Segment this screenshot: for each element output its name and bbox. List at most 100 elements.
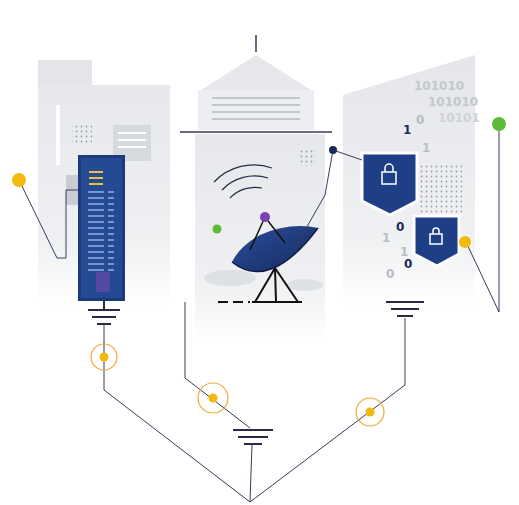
server-rack — [96, 272, 110, 292]
ground-symbol — [88, 301, 120, 324]
server-rack — [108, 203, 114, 205]
server-rack — [88, 221, 104, 223]
server-rack — [88, 192, 114, 270]
ground-symbol — [233, 430, 273, 444]
security-shield — [414, 216, 459, 266]
satellite-dish — [275, 268, 298, 302]
yellow-dot — [459, 236, 471, 248]
binary-digit: 1 — [400, 246, 408, 258]
server-rack — [88, 251, 104, 253]
green-dot — [213, 225, 222, 234]
right-wire — [250, 318, 405, 502]
binary-row: 101010 — [414, 80, 464, 92]
satellite-dish — [218, 301, 250, 303]
security-shield — [362, 153, 459, 266]
server-rack — [88, 227, 104, 229]
junction-ring — [209, 394, 218, 403]
right-wire — [333, 150, 362, 160]
binary-digit: 0 — [386, 268, 394, 280]
ground-symbol — [103, 301, 105, 310]
server-rack — [88, 239, 104, 241]
left-wire — [104, 324, 250, 502]
center-building — [255, 35, 257, 52]
center-building — [212, 98, 300, 119]
green-dot — [492, 117, 506, 131]
left-building — [38, 60, 170, 305]
server-rack — [108, 263, 114, 265]
binary-row: 101010 — [428, 96, 478, 108]
server-rack — [78, 155, 125, 301]
server-rack — [108, 251, 114, 253]
ground-symbol — [238, 436, 268, 438]
right-building — [418, 165, 462, 215]
server-rack — [78, 155, 125, 301]
left-building — [118, 133, 146, 147]
center-building — [214, 165, 272, 198]
server-rack — [108, 221, 114, 223]
server-rack — [88, 191, 104, 193]
left-building — [118, 132, 146, 134]
security-shield — [430, 234, 442, 244]
server-rack — [88, 269, 104, 271]
server-rack — [108, 269, 114, 271]
server-rack — [108, 239, 114, 241]
ground-symbol — [397, 315, 413, 317]
server-rack — [88, 203, 104, 205]
server-rack — [88, 245, 104, 247]
center-building — [212, 111, 300, 113]
center-building — [195, 134, 325, 344]
center-building — [230, 187, 262, 198]
satellite-dish — [232, 228, 318, 272]
left-building — [118, 146, 146, 148]
left-building — [72, 125, 92, 145]
satellite-dish — [250, 217, 265, 250]
binary-digit: 1 — [403, 124, 411, 136]
binary-digit: 0 — [396, 221, 404, 233]
center-building — [198, 90, 314, 130]
center-building — [214, 165, 272, 182]
security-shield — [382, 172, 396, 184]
satellite-dish — [252, 268, 302, 302]
ground-symbol — [391, 308, 419, 310]
junction-ring — [356, 398, 384, 426]
binary-digit: 0 — [416, 114, 424, 126]
center-building — [198, 55, 314, 92]
satellite-dish — [287, 279, 323, 291]
center-building — [212, 118, 300, 120]
center-wire — [296, 150, 333, 246]
satellite-dish — [255, 268, 275, 302]
junction-ring — [198, 383, 228, 413]
server-rack — [88, 209, 104, 211]
right-wire — [499, 124, 500, 312]
junction-ring — [91, 344, 117, 370]
ground-symbol — [233, 429, 273, 431]
server-rack — [88, 197, 104, 199]
right-wire — [466, 242, 499, 312]
center-building — [180, 35, 332, 344]
security-shield — [362, 153, 417, 215]
satellite-dish — [204, 270, 256, 286]
binary-digit: 1 — [422, 142, 430, 154]
security-shield — [385, 164, 393, 172]
server-rack — [81, 158, 122, 298]
ground-symbol — [386, 302, 424, 316]
server-rack — [89, 172, 103, 184]
satellite-dish — [250, 217, 285, 250]
server-rack — [108, 233, 114, 235]
center-building — [212, 104, 300, 106]
center-wire — [185, 150, 333, 502]
junction-ring — [91, 344, 117, 370]
center-building — [180, 131, 332, 133]
server-rack — [108, 197, 114, 199]
junction-ring — [356, 398, 384, 426]
left-building — [118, 139, 146, 141]
server-rack — [89, 171, 103, 173]
left-wire — [19, 180, 78, 258]
security-shield — [433, 228, 439, 234]
server-rack — [88, 257, 104, 259]
right-building — [343, 55, 475, 305]
center-wire — [185, 302, 250, 428]
server-rack — [88, 233, 104, 235]
satellite-dish — [252, 301, 302, 303]
